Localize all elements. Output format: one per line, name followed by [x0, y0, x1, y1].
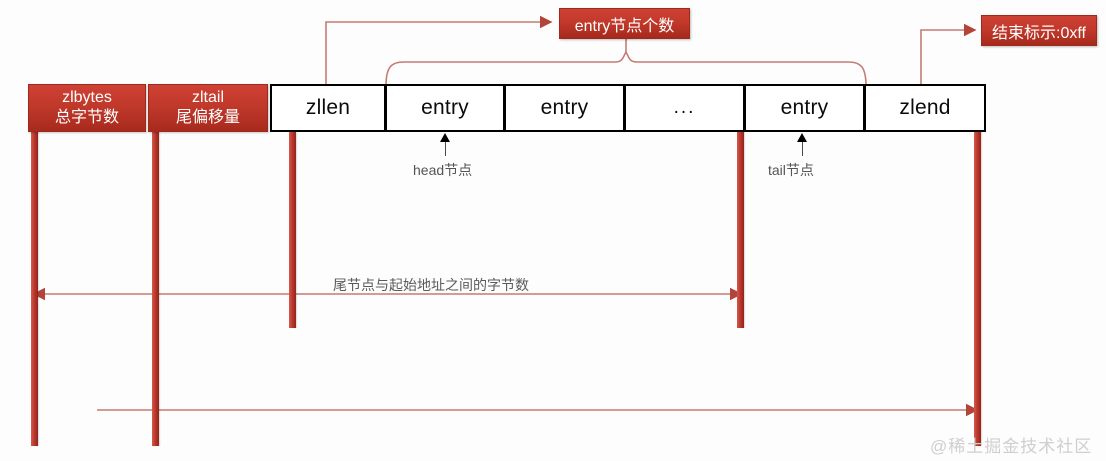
- cell-entry-2-label: entry: [540, 96, 589, 119]
- zlend-callout-connector: [920, 23, 977, 86]
- zllen-guide-bar: [289, 128, 296, 328]
- cell-zlend-label: zlend: [899, 96, 951, 119]
- cell-ellipsis-label: ...: [673, 97, 696, 118]
- zlbytes-guide-bar: [31, 128, 38, 446]
- cell-zllen: zllen: [270, 84, 386, 132]
- cell-entry-1: entry: [385, 84, 505, 132]
- zllen-callout-connector: [325, 15, 553, 88]
- block-zltail-desc: 尾偏移量: [175, 109, 240, 126]
- block-zltail-name: zltail: [191, 89, 224, 107]
- cell-entry-3-label: entry: [780, 96, 829, 119]
- head-node-label: head节点: [413, 162, 473, 178]
- block-zltail: zltail 尾偏移量: [148, 84, 268, 132]
- block-zlbytes: zlbytes 总字节数: [28, 84, 146, 132]
- tail-node-leader-line: [802, 142, 803, 156]
- zlend-guide-bar: [974, 128, 981, 446]
- zltail-guide-bar: [152, 128, 159, 446]
- callout-entry-count-label: entry节点个数: [574, 17, 675, 35]
- head-node-arrow-icon: [440, 133, 450, 142]
- block-zlbytes-desc: 总字节数: [54, 109, 119, 126]
- tail-node-arrow-icon: [797, 133, 807, 142]
- tail-entry-guide-bar: [737, 128, 744, 328]
- tail-node-label: tail节点: [768, 162, 814, 178]
- entry-span-brace: [385, 36, 867, 87]
- cell-entry-3: entry: [744, 84, 865, 132]
- head-node-leader-line: [445, 142, 446, 156]
- tail-offset-measure-label: 尾节点与起始地址之间的字节数: [333, 277, 529, 293]
- cell-entry-2: entry: [504, 84, 625, 132]
- cell-ellipsis: ...: [624, 84, 745, 132]
- callout-entry-count: entry节点个数: [559, 8, 690, 39]
- cell-entry-1-label: entry: [421, 96, 469, 119]
- callout-end-marker-label: 结束标示:0xff: [992, 24, 1086, 42]
- cell-zlend: zlend: [864, 84, 986, 132]
- cell-zllen-label: zllen: [305, 96, 351, 119]
- callout-end-marker: 结束标示:0xff: [981, 15, 1097, 46]
- block-zlbytes-name: zlbytes: [62, 89, 112, 107]
- watermark: @稀土掘金技术社区: [930, 437, 1093, 456]
